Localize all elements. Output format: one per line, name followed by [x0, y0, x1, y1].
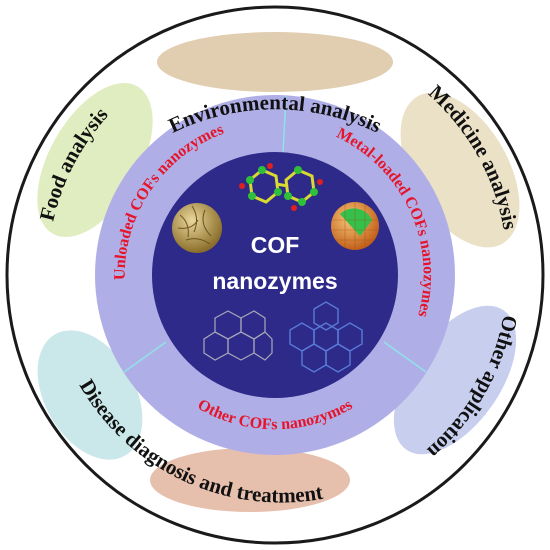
- inner-ring-divider-right: [383, 341, 427, 373]
- cof-framework-icon: [239, 163, 323, 211]
- honeycomb-lattice-icon: [289, 301, 363, 373]
- environment-photo: [157, 32, 393, 92]
- center-title-line1: COF: [251, 232, 300, 258]
- porous-crystal-icon: [203, 310, 273, 361]
- metal-loaded-sphere-icon: [331, 202, 379, 250]
- disease-photo: [150, 448, 350, 512]
- outer-ring-photo-tints: [37, 32, 520, 512]
- center-title-line2: nanozymes: [212, 268, 337, 294]
- disease-device-photo: [37, 330, 143, 460]
- food-photo: [37, 83, 153, 237]
- inner-ring-divider-left: [123, 341, 167, 373]
- other-application-photo: [393, 305, 517, 455]
- inner-ring-divider-top: [282, 95, 287, 154]
- nanosphere-icon: [172, 203, 222, 253]
